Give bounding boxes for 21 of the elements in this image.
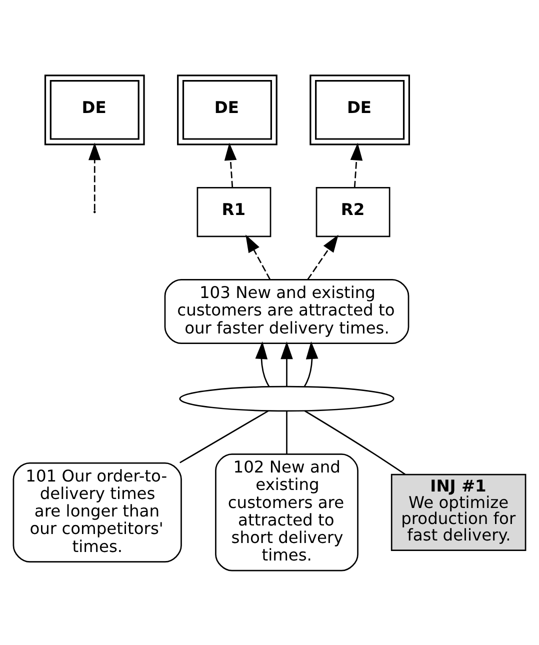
node-ellipse <box>179 385 394 412</box>
node-box: DE <box>310 74 410 145</box>
node-box: 102 New and existing customers are attracted to short delivery times. <box>215 453 358 571</box>
arrow <box>350 142 363 188</box>
node-box: R2 <box>316 186 390 237</box>
node-box: DE <box>44 74 145 145</box>
arrow <box>224 142 237 188</box>
arrow <box>255 340 270 387</box>
arrow <box>304 340 318 387</box>
connector <box>180 410 269 463</box>
connector <box>304 410 406 474</box>
arrow <box>307 234 338 280</box>
node-box: DE <box>177 74 278 145</box>
node-box: 101 Our order-to-delivery times are longer than our competitors' times. <box>12 462 182 562</box>
arrow <box>246 234 271 280</box>
node-box: INJ #1 We optimize production for fast delivery. <box>390 473 526 550</box>
node-box: R1 <box>196 186 272 237</box>
arrow <box>88 142 101 210</box>
node-box: 103 New and existing customers are attracted to our faster delivery times. <box>164 278 410 344</box>
connector <box>286 410 288 454</box>
arrow <box>280 341 293 386</box>
